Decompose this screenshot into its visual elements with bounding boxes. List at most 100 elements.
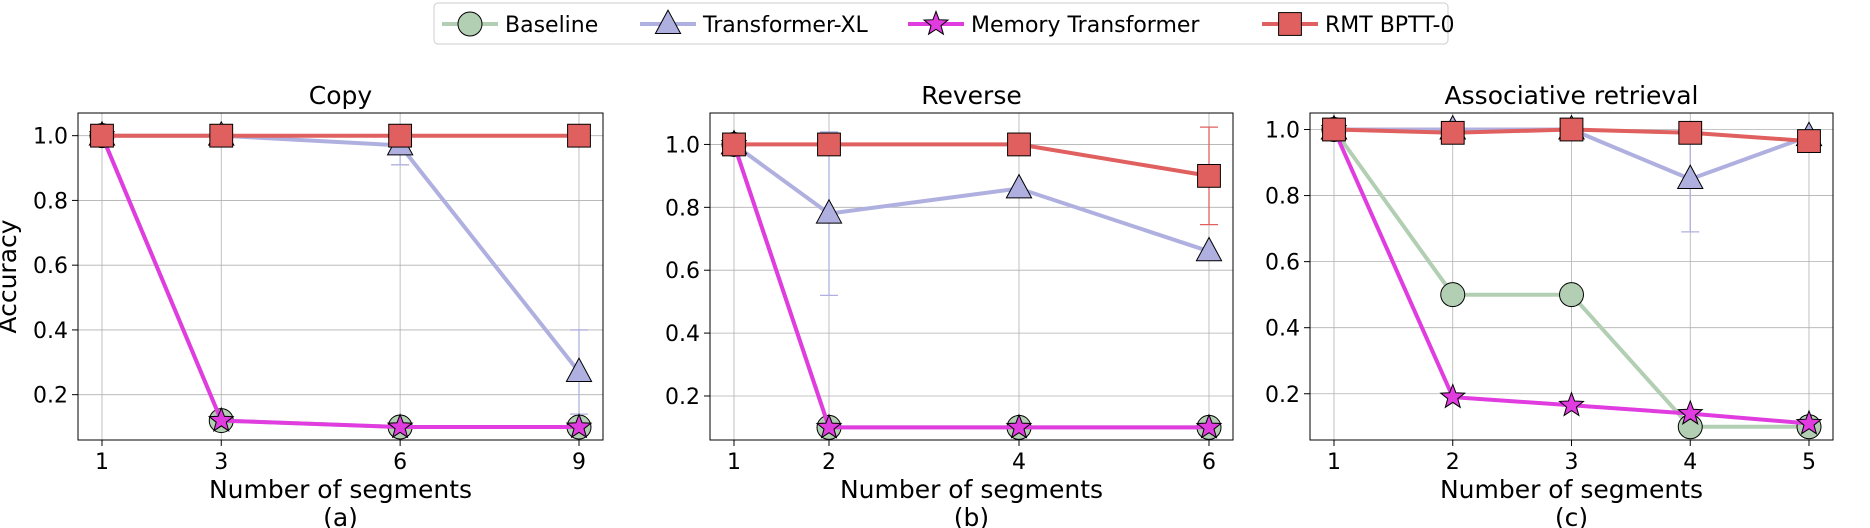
legend-label: RMT BPTT-0 [1325, 13, 1454, 38]
series-rmt [1322, 117, 1821, 153]
data-point-rmt [817, 132, 841, 157]
data-point-rmt [1678, 120, 1703, 145]
legend-entry-baseline: Baseline [442, 11, 598, 38]
chart-title: Copy [309, 81, 373, 110]
data-point-mt [207, 406, 235, 432]
y-axis-label: Accuracy [0, 219, 22, 333]
data-point-rmt [1440, 120, 1465, 145]
x-tick-label: 2 [822, 450, 836, 475]
data-point-txl [815, 198, 843, 224]
legend-marker-txl [654, 9, 682, 34]
x-axis-label: Number of segments [840, 475, 1103, 504]
data-point-mt [565, 412, 593, 439]
data-point-mt [1558, 391, 1585, 417]
data-point-mt [1005, 413, 1033, 439]
y-tick-label: 0.6 [1265, 251, 1300, 276]
data-point-baseline [1440, 282, 1466, 308]
plot-frame [709, 112, 1234, 441]
data-point-mt [1439, 383, 1467, 409]
legend-label: Transformer-XL [702, 13, 869, 38]
data-point-mt [386, 412, 414, 439]
chart-title: Associative retrieval [1445, 81, 1699, 110]
series-line-mt [100, 134, 579, 429]
data-point-rmt [722, 132, 746, 157]
data-point-rmt [1322, 117, 1346, 142]
y-tick-label: 0.2 [33, 384, 68, 409]
data-point-rmt [209, 123, 234, 148]
x-tick-label: 3 [214, 450, 228, 475]
y-tick-label: 1.0 [33, 125, 68, 150]
grid [710, 113, 1233, 440]
y-tick-label: 0.4 [1265, 317, 1300, 342]
x-axis-label: Number of segments [209, 475, 472, 504]
x-tick-label: 6 [393, 450, 407, 475]
data-point-rmt [388, 123, 413, 148]
panel-caption: (c) [1555, 503, 1588, 528]
y-tick-label: 0.6 [33, 254, 68, 279]
grid [78, 113, 603, 440]
data-point-txl [1676, 164, 1704, 190]
chart-title: Reverse [921, 81, 1022, 110]
data-point-mt [815, 413, 843, 439]
y-tick-label: 1.0 [1265, 119, 1300, 144]
data-point-rmt [567, 123, 591, 148]
data-point-txl [1005, 173, 1033, 199]
series-baseline [721, 131, 1222, 440]
x-tick-label: 1 [95, 450, 109, 475]
data-point-rmt [1797, 129, 1821, 153]
series-mt [720, 130, 1223, 439]
series-rmt [90, 123, 591, 148]
y-tick-label: 0.2 [665, 385, 700, 410]
series-line-txl [732, 142, 1210, 254]
grid [1310, 113, 1833, 440]
legend-marker-baseline [457, 11, 483, 37]
y-tick-label: 0.2 [1265, 383, 1300, 408]
series-line-baseline [732, 143, 1209, 430]
data-point-mt [1795, 409, 1823, 435]
x-tick-label: 4 [1683, 450, 1697, 475]
series-rmt [722, 126, 1221, 226]
data-point-rmt [1197, 163, 1221, 188]
x-tick-label: 1 [1327, 450, 1341, 475]
data-point-mt [1676, 399, 1704, 425]
legend-entry-mt: Memory Transformer [908, 9, 1200, 38]
y-tick-label: 0.4 [33, 319, 68, 344]
y-tick-label: 0.8 [33, 189, 68, 214]
y-tick-label: 0.4 [665, 322, 700, 347]
data-point-rmt [90, 123, 114, 148]
legend-marker-rmt [1278, 12, 1302, 36]
series-txl [88, 120, 593, 415]
series-txl [720, 129, 1223, 297]
legend-entry-rmt: RMT BPTT-0 [1262, 12, 1454, 38]
x-axis-label: Number of segments [1440, 475, 1703, 504]
data-point-rmt [1559, 117, 1584, 142]
panel-caption: (b) [954, 503, 989, 528]
x-tick-label: 5 [1802, 450, 1816, 475]
panel-caption: (a) [323, 503, 358, 528]
series-line-txl [102, 133, 581, 374]
data-point-rmt [1007, 132, 1031, 157]
legend-label: Baseline [505, 13, 598, 38]
series-line-mt [732, 143, 1209, 430]
series-line-rmt [734, 142, 1210, 178]
x-tick-label: 2 [1446, 450, 1460, 475]
series-mt [88, 121, 593, 439]
data-point-mt [1195, 413, 1223, 439]
x-tick-label: 6 [1202, 450, 1216, 475]
y-tick-label: 0.8 [665, 196, 700, 221]
legend-marker-mt [922, 9, 950, 36]
y-tick-label: 0.8 [1265, 185, 1300, 210]
plot-frame [77, 112, 604, 441]
data-point-txl [565, 357, 593, 382]
x-tick-label: 9 [572, 450, 586, 475]
y-tick-label: 1.0 [665, 133, 700, 158]
x-tick-label: 1 [727, 450, 741, 475]
x-tick-label: 4 [1012, 450, 1026, 475]
data-point-txl [1195, 236, 1223, 262]
legend: Baseline Transformer-XL Memory Transformer… [433, 2, 1454, 45]
